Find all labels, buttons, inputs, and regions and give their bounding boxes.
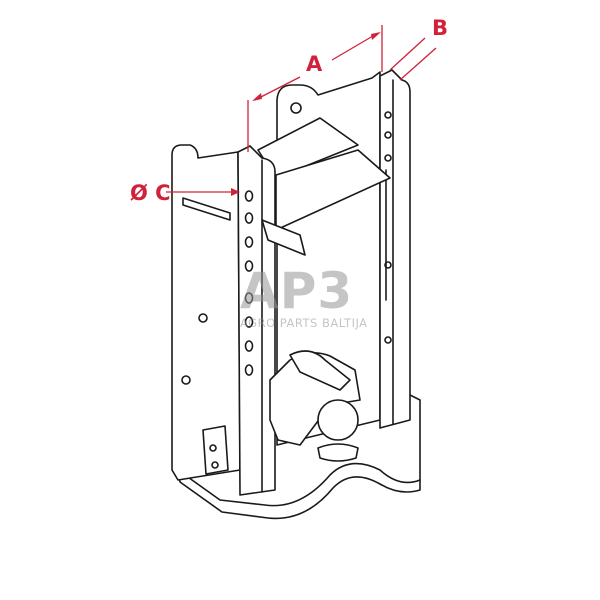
tow-ball xyxy=(317,399,359,441)
right-post xyxy=(379,69,411,429)
locking-pin xyxy=(261,219,306,256)
front-plate-holes xyxy=(244,190,254,376)
right-post-holes xyxy=(384,111,392,344)
middle-plate xyxy=(275,149,391,231)
dimension-label-a: A xyxy=(306,52,323,76)
dimension-a xyxy=(247,25,383,152)
dimension-b xyxy=(389,37,437,81)
dimension-label-b: B xyxy=(432,16,449,40)
watermark-logo: AP3 xyxy=(240,262,354,320)
dimension-label-c: Ø C xyxy=(130,181,171,205)
watermark-text: AGRO PARTS BALTIJA xyxy=(240,316,368,330)
left-back-post xyxy=(171,144,241,481)
dimension-c xyxy=(166,188,240,196)
